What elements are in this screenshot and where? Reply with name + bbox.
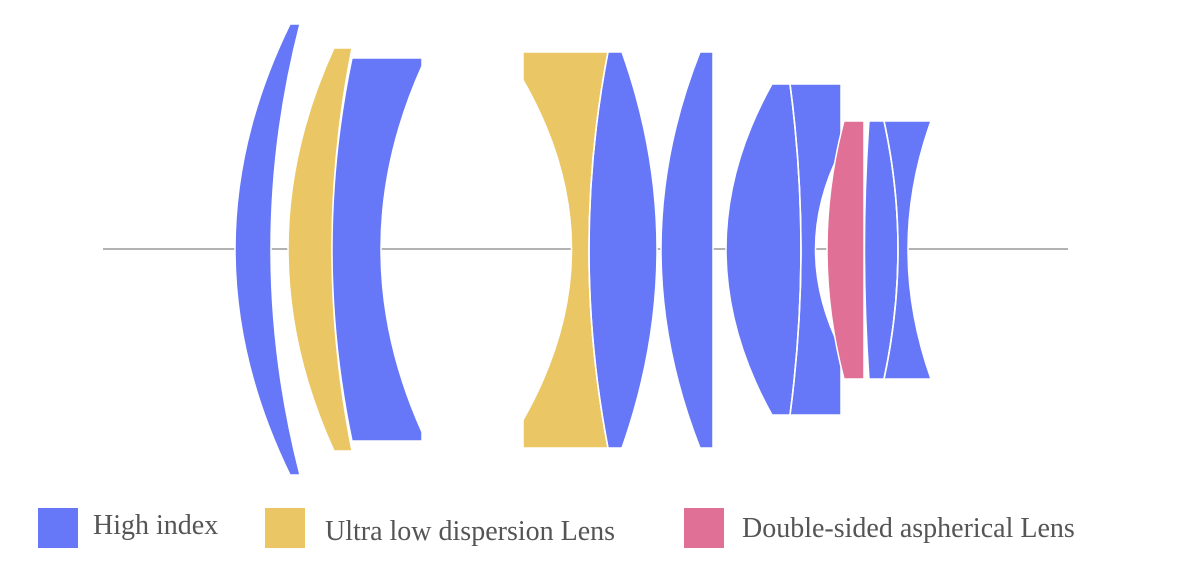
lens-element-7 <box>725 83 802 416</box>
lens-element-1 <box>234 23 301 476</box>
legend-label-aspherical: Double-sided aspherical Lens <box>742 513 1075 544</box>
lens-element-3 <box>331 57 423 442</box>
legend-item-aspherical: Double-sided aspherical Lens <box>684 508 1075 548</box>
lens-element-6 <box>660 51 714 449</box>
legend-swatch-aspherical <box>684 508 724 548</box>
separator-line-10-11 <box>883 120 899 380</box>
legend-item-ultra-low-dispersion: Ultra low dispersion Lens <box>265 508 615 548</box>
lens-element-9 <box>826 120 865 380</box>
legend-swatch-ultra-low-dispersion <box>265 508 305 548</box>
separator-line-4-5 <box>588 51 609 449</box>
separator-line-7-8 <box>789 83 802 416</box>
legend-item-high-index: High index <box>38 508 218 548</box>
legend-swatch-high-index <box>38 508 78 548</box>
lens-diagram <box>103 23 1068 476</box>
legend-label-ultra-low-dispersion: Ultra low dispersion Lens <box>325 516 616 547</box>
legend-label-high-index: High index <box>93 510 219 541</box>
lens-element-5 <box>588 51 658 449</box>
